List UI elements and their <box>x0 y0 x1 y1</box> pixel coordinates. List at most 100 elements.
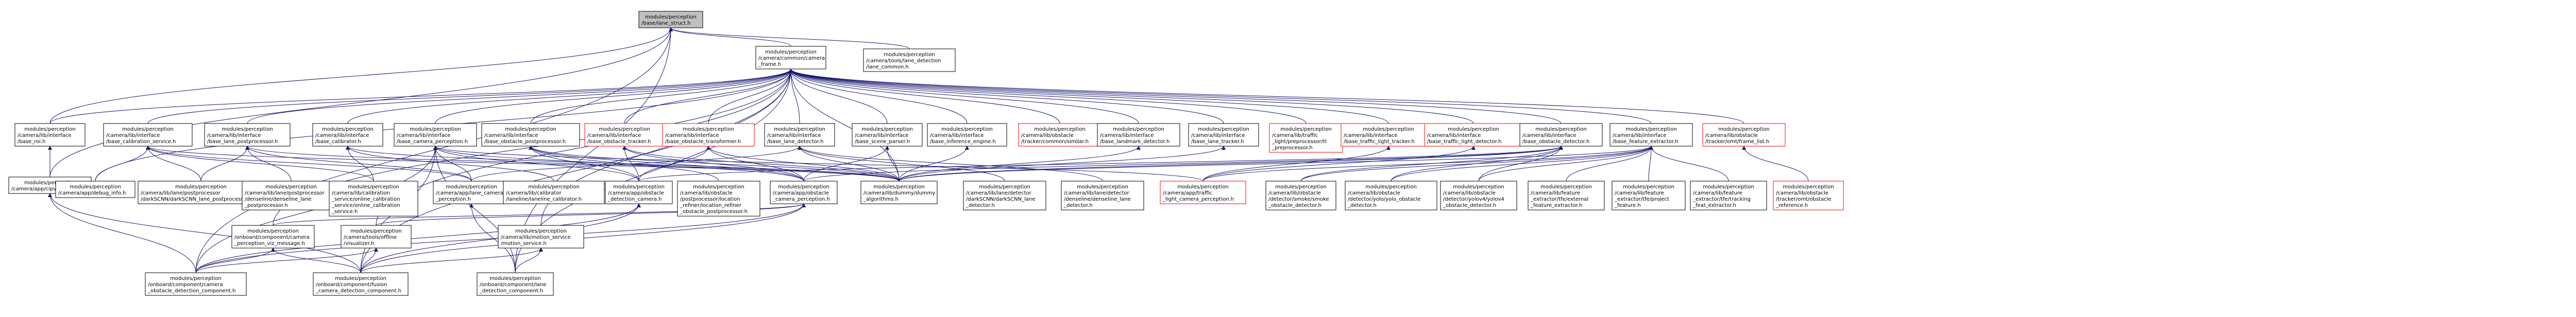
graph-edge-n11-n35 <box>798 146 1103 182</box>
node-label-line: /camera/lib/feature <box>1693 190 1742 196</box>
node-label-line: _frame.h <box>758 62 781 67</box>
graph-node-n40[interactable]: modules/perception/camera/lib/feature_ex… <box>1528 181 1605 210</box>
graph-node-n49[interactable]: modules/perception/onboard/component/lan… <box>477 272 554 296</box>
graph-node-n45[interactable]: modules/perception/camera/tools/offline/… <box>341 225 412 249</box>
graph-edge-n10-n32 <box>706 146 804 182</box>
node-box <box>1702 123 1786 147</box>
node-label-line: modules/perception <box>335 276 386 281</box>
graph-node-n33[interactable]: modules/perception/camera/lib/dummy/dumm… <box>860 181 938 204</box>
graph-node-n27[interactable]: modules/perception/camera/lib/calibratio… <box>329 181 418 217</box>
graph-node-n34[interactable]: modules/perception/camera/lib/lane/detec… <box>963 181 1046 210</box>
node-label-line: /camera/lib/interface <box>1613 133 1666 138</box>
graph-node-n19[interactable]: modules/perception/camera/lib/interface/… <box>1424 123 1523 147</box>
graph-node-n7[interactable]: modules/perception/camera/lib/interface/… <box>394 123 477 147</box>
graph-node-n37[interactable]: modules/perception/camera/lib/obstacle/d… <box>1265 181 1336 210</box>
node-label-line: modules/perception <box>350 228 402 234</box>
graph-node-n38[interactable]: modules/perception/camera/lib/obstacle/d… <box>1345 181 1437 210</box>
graph-edge-n7-n32 <box>433 146 804 182</box>
graph-node-n5[interactable]: modules/perception/camera/lib/interface/… <box>204 123 291 147</box>
graph-node-n10[interactable]: modules/perception/camera/lib/interface/… <box>662 123 755 147</box>
graph-edge-n1-n20 <box>789 68 1562 124</box>
node-box <box>1265 181 1336 210</box>
graph-node-n2[interactable]: modules/perception/camera/tools/lane_det… <box>863 48 956 72</box>
graph-node-n39[interactable]: modules/perception/camera/lib/obstacle/d… <box>1440 181 1517 210</box>
graph-node-n29[interactable]: modules/perception/camera/lib/calibrator… <box>503 181 605 204</box>
node-label-line: _camera_detection_component.h <box>315 288 401 294</box>
node-label-line: modules/perception <box>348 184 399 190</box>
node-label-line: _camera_perception.h <box>772 197 830 202</box>
node-box <box>1097 123 1180 147</box>
node-label-line: /detector/smoke/smoke <box>1268 197 1329 202</box>
graph-node-n4[interactable]: modules/perception/camera/lib/interface/… <box>103 123 193 147</box>
node-box <box>1440 181 1517 210</box>
graph-node-n43[interactable]: modules/perception/camera/lib/obstacle/t… <box>1773 181 1844 210</box>
node-label-line: /tracker/omt/obstacle <box>1776 197 1831 202</box>
node-box <box>145 272 247 296</box>
graph-edge-n10-n33 <box>706 146 900 182</box>
graph-node-n35[interactable]: modules/perception/camera/lib/lane/detec… <box>1061 181 1144 210</box>
graph-edge-n11-n34 <box>798 146 1005 182</box>
graph-node-n6[interactable]: modules/perception/camera/lib/interface/… <box>312 123 383 147</box>
node-label-line: /base_landmark_detector.h <box>1100 139 1170 145</box>
node-box <box>1018 123 1101 147</box>
graph-node-n31[interactable]: modules/perception/camera/lib/obstacle/p… <box>677 181 760 217</box>
node-box <box>770 181 838 204</box>
node-label-line: modules/perception <box>1363 127 1414 132</box>
graph-node-n1[interactable]: modules/perception/camera/common/camera_… <box>755 46 826 69</box>
graph-node-n12[interactable]: modules/perception/camera/lib/interface/… <box>852 123 923 147</box>
graph-node-n24[interactable]: modules/perception/camera/app/debug_info… <box>55 181 135 198</box>
node-label-line: _light_camera_perception.h <box>1162 197 1234 202</box>
graph-node-n41[interactable]: modules/perception/camera/lib/feature_ex… <box>1612 181 1686 210</box>
graph-node-n8[interactable]: modules/perception/camera/lib/interface/… <box>481 123 580 147</box>
graph-edge-n9-n32 <box>622 146 804 182</box>
node-box <box>231 225 315 249</box>
graph-edge-n16-n33 <box>899 146 1226 182</box>
graph-node-n21[interactable]: modules/perception/camera/lib/interface/… <box>1609 123 1693 147</box>
graph-node-n18[interactable]: modules/perception/camera/lib/interface/… <box>1341 123 1436 147</box>
graph-node-n36[interactable]: modules/perception/camera/app/traffic_li… <box>1160 181 1246 204</box>
graph-node-n28[interactable]: modules/perception/camera/app/lane_camer… <box>433 181 510 204</box>
graph-edge-n1-n9 <box>624 68 793 124</box>
graph-node-n22[interactable]: modules/perception/camera/lib/obstacle/t… <box>1702 123 1786 147</box>
node-label-line: modules/perception <box>683 127 734 132</box>
node-label-line: /postprocessor/location <box>680 197 740 202</box>
node-label-line: modules/perception <box>1623 184 1674 190</box>
node-box <box>14 123 86 147</box>
graph-edge-n30-n47 <box>195 203 641 273</box>
graph-edge-n44-n48 <box>271 248 361 273</box>
graph-node-n48[interactable]: modules/perception/onboard/component/fus… <box>313 272 409 296</box>
graph-node-n26[interactable]: modules/perception/camera/lib/lane/postp… <box>242 181 341 210</box>
graph-node-n47[interactable]: modules/perception/onboard/component/cam… <box>145 272 247 296</box>
node-box <box>1690 181 1767 210</box>
node-box <box>605 181 673 204</box>
graph-node-n46[interactable]: modules/perception/camera/lib/motion_ser… <box>498 225 584 249</box>
node-label-line: /camera/app/debug_info.h <box>58 190 126 196</box>
graph-node-n3[interactable]: modules/perception/camera/lib/interface/… <box>14 123 86 147</box>
graph-node-n16[interactable]: modules/perception/camera/lib/interface/… <box>1188 123 1259 147</box>
node-box <box>433 181 510 204</box>
node-box <box>313 272 409 296</box>
node-label-line: /camera/lib/interface <box>18 133 71 138</box>
graph-node-n44[interactable]: modules/perception/onboard/component/cam… <box>231 225 315 249</box>
graph-node-n42[interactable]: modules/perception/camera/lib/feature_ex… <box>1690 181 1767 210</box>
node-label-line: /base_obstacle_postprocessor.h <box>484 139 566 145</box>
node-box <box>863 48 956 72</box>
graph-node-n9[interactable]: modules/perception/camera/lib/interface/… <box>584 123 665 147</box>
node-label-line: /onboard/component/fusion <box>316 282 387 288</box>
graph-node-n14[interactable]: modules/perception/camera/lib/obstacle/t… <box>1018 123 1101 147</box>
graph-node-n0[interactable]: modules/perception/base/lane_struct.h <box>638 11 703 28</box>
graph-edge-n0-n23 <box>49 27 673 178</box>
node-box <box>852 123 923 147</box>
graph-node-n13[interactable]: modules/perception/camera/lib/interface/… <box>927 123 1007 147</box>
graph-edge-n1-n16 <box>789 68 1224 124</box>
node-label-line: /base_lane_postprocessor.h <box>207 139 278 145</box>
node-box <box>204 123 291 147</box>
node-label-line: /camera/lib/lane/detector <box>1064 190 1130 196</box>
graph-node-n17[interactable]: modules/perception/camera/lib/traffic_li… <box>1269 123 1343 153</box>
graph-node-n15[interactable]: modules/perception/camera/lib/interface/… <box>1097 123 1180 147</box>
graph-node-n32[interactable]: modules/perception/camera/app/obstacle_c… <box>770 181 838 204</box>
graph-node-n30[interactable]: modules/perception/camera/app/obstacle_d… <box>605 181 673 204</box>
graph-node-n11[interactable]: modules/perception/camera/lib/interface/… <box>764 123 835 147</box>
node-label-line: /onboard/component/camera <box>234 235 310 240</box>
graph-node-n20[interactable]: modules/perception/camera/lib/interface/… <box>1519 123 1603 147</box>
